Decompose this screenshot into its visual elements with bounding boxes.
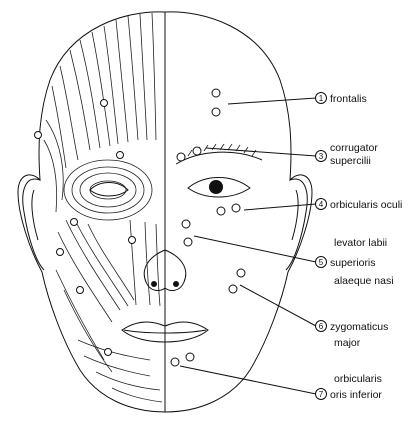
label-orbicularis-oculi: orbicularis oculi xyxy=(330,199,402,211)
label-corrugator-1: corrugator xyxy=(330,142,378,154)
label-levator-2: superioris xyxy=(330,257,376,269)
label-num-5: 5 xyxy=(319,258,324,267)
right-face-features xyxy=(176,144,262,197)
label-num-1: 1 xyxy=(319,94,324,103)
electrode-pairs xyxy=(171,89,316,394)
label-zygomaticus-2: major xyxy=(334,337,361,349)
label-orbicularis-oris-2: oris inferior xyxy=(330,389,382,401)
label-levator-3: alaeque nasi xyxy=(334,275,394,287)
label-orbicularis-oris-1: orbicularis xyxy=(334,373,382,385)
muscle-labels: frontalis corrugator supercilii orbicula… xyxy=(330,93,402,401)
label-num-7: 7 xyxy=(319,390,324,399)
label-zygomaticus-1: zygomaticus xyxy=(330,321,388,333)
label-frontalis: frontalis xyxy=(330,93,367,105)
label-num-4: 4 xyxy=(319,200,324,209)
label-corrugator-2: supercilii xyxy=(330,155,371,167)
label-number-circles: 1 3 4 5 6 7 xyxy=(316,93,327,400)
muscle-hatching xyxy=(44,13,162,402)
label-num-6: 6 xyxy=(319,322,324,331)
label-num-3: 3 xyxy=(319,152,324,161)
left-electrode-dots xyxy=(35,100,136,356)
label-levator-1: levator labii xyxy=(334,237,387,249)
head-outline xyxy=(18,12,312,412)
